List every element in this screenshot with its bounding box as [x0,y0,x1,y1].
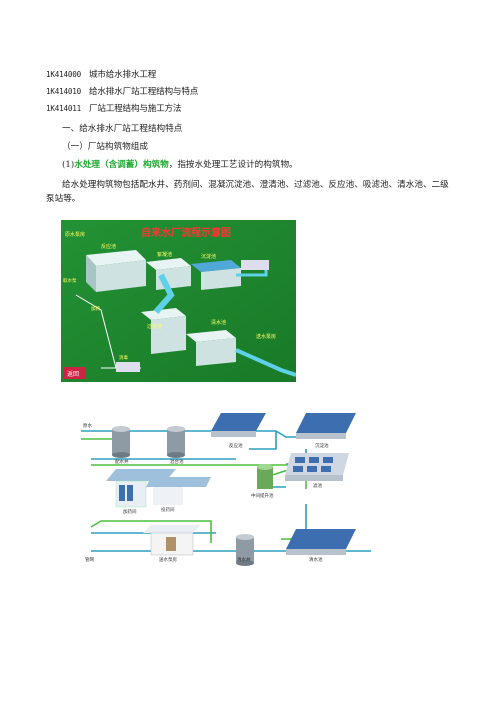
sedimentation-tank-shape [296,413,356,439]
pump-station-label: 送水泵房 [159,556,177,563]
filter-tank-shape [141,308,186,354]
heading-code: 1K414011 [46,104,81,113]
dosing-label: 加药 [91,305,100,312]
item-number: (1) [62,160,75,170]
clear-tank-label: 清水池 [211,319,226,326]
heading-level2: 1K414010 给水排水厂站工程结构与特点 [46,86,198,98]
dosing-room-label: 加药间 [123,508,137,515]
clear-well-label: 清水井 [237,556,251,563]
dosing-pump [116,362,140,372]
body-paragraph: 给水处理构筑物包括配水井、药剂间、混凝沉淀池、澄清池、过滤池、反应池、吸滤池、清… [46,180,449,204]
highlight-term: 水处理（含调蓄）构筑物 [74,160,169,170]
intake-label: 取水泵 [63,277,77,284]
pump-house [241,260,269,270]
clear-well-shape [236,534,254,566]
outflow-pipe [235,348,296,377]
sedimentation-tank-shape [191,260,241,290]
disinfect-label: 消毒 [119,354,128,361]
heading-level3: 1K414011 厂站工程结构与施工方法 [46,103,182,115]
filter-label: 过滤池 [147,323,162,330]
heading-code: 1K414010 [46,87,81,96]
distribution-well-label: 配水井 [115,458,129,465]
back-button-label: 返回 [67,371,79,378]
heading-level1: 1K414000 城市给水排水工程 [46,69,156,81]
heading-code: 1K414000 [46,70,81,79]
mixing-tank-label: 混合池 [170,458,184,465]
waterworks-schematic-figure: 自来水厂流程示意图 原水泵房 反应池 絮凝池 沉淀池 过滤池 清水池 送水泵房 … [61,220,296,382]
filter-tank-label: 滤池 [313,482,322,489]
reaction-tank-shape [86,250,146,292]
mixing-tank-shape [167,426,185,458]
heading-title: 厂站工程结构与施工方法 [88,104,182,114]
water-network-label: 管网 [85,556,94,563]
item-text: ，指按水处理工艺设计的构筑物。 [168,160,298,170]
figure-title: 自来水厂流程示意图 [141,226,231,239]
sedimentation-tank-label: 沉淀池 [315,442,329,449]
clear-water-tank-shape [186,330,236,366]
distribution-well-shape [112,426,130,458]
heading-title: 给水排水厂站工程结构与特点 [88,87,199,97]
clear-tank-label: 清水池 [309,556,323,563]
heading-title: 城市给水排水工程 [88,70,157,80]
item-1: (1)水处理（含调蓄）构筑物，指按水处理工艺设计的构筑物。 [62,159,298,171]
filter-tank-shape [285,453,349,481]
section-heading: 一、给水排水厂站工程结构特点 [62,124,183,134]
figure-shade [61,220,296,382]
reaction-tank-label: 反应池 [229,442,243,449]
pump-station-shape [143,525,201,556]
back-button[interactable] [64,367,86,379]
water-treatment-flow-figure: 原水 配水井 混合池 反应池 沉淀池 加药间 投药间 中间提升池 滤池 管网 送… [81,409,374,578]
subsection-heading: （一）厂站构筑物组成 [62,142,148,152]
intermediate-tank-shape [257,464,273,489]
chemical-room-shape [146,477,211,505]
flocculation-label: 絮凝池 [157,251,172,258]
raw-water-label: 原水 [83,422,92,429]
reaction-tank-shape [211,413,266,437]
pipe-channel [153,273,175,314]
second-pump-label: 送水泵房 [256,333,276,340]
chemical-room-label: 投药间 [161,506,175,513]
clear-tank-shape [286,529,356,555]
intermediate-tank-label: 中间提升池 [251,492,274,499]
reaction-label: 反应池 [101,243,116,250]
sedimentation-label: 沉淀池 [201,253,216,260]
raw-pump-label: 原水泵房 [65,231,85,238]
feed-line [75,294,117,369]
